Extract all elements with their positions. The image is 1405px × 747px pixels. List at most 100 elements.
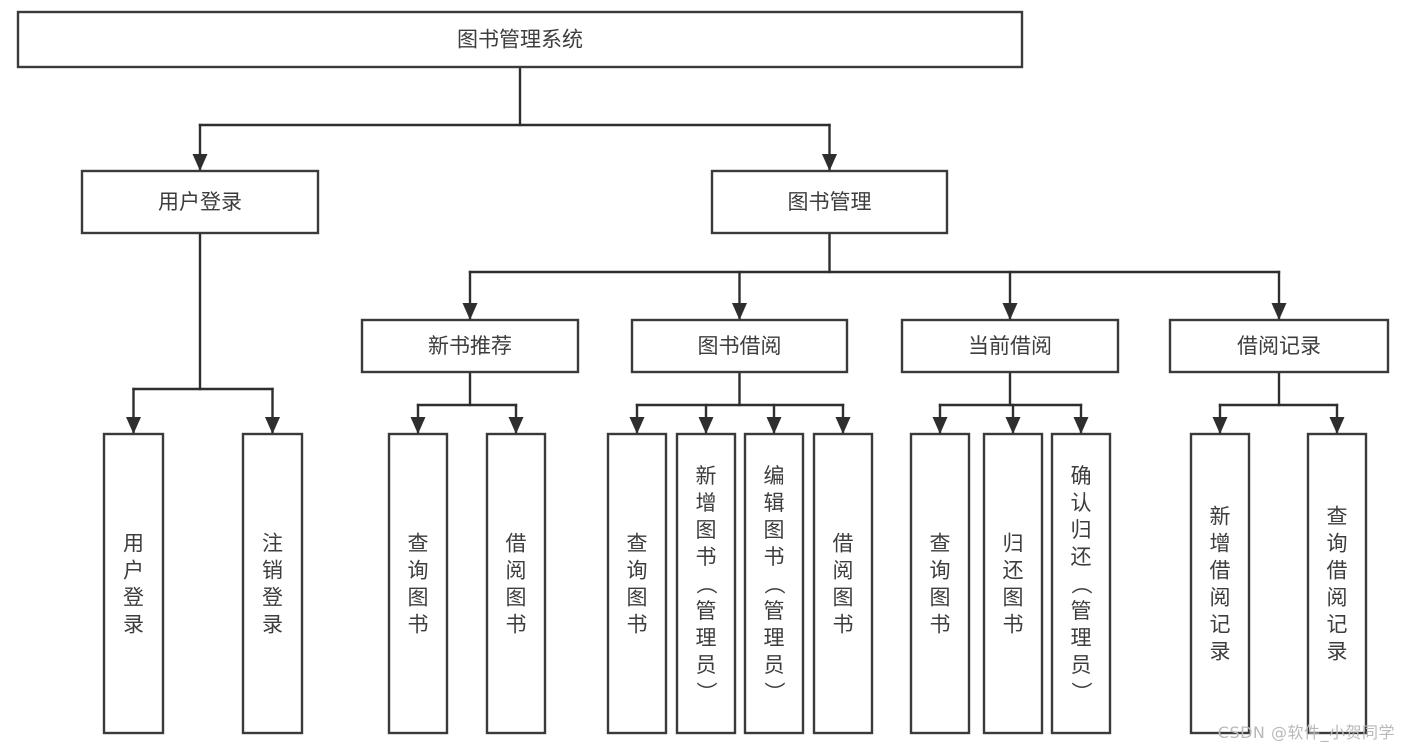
node-label-bb-edit-char-6: 理 <box>764 626 785 650</box>
node-label-bb-borrow-char-2: 图 <box>833 586 854 610</box>
node-label-bb-add-char-8: ） <box>694 682 718 703</box>
node-box-cb-return <box>982 432 1044 735</box>
node-box-user-login-leaf <box>102 432 165 735</box>
node-label-br-add-char-1: 增 <box>1210 532 1231 556</box>
node-label-bb-borrow-char-1: 阅 <box>833 559 854 583</box>
node-label-bb-edit-char-1: 辑 <box>764 491 785 515</box>
node-box-nbr-borrow <box>485 432 547 735</box>
node-label-book-borrow: 图书借阅 <box>698 334 782 358</box>
node-label-bb-add-char-7: 员 <box>696 653 717 677</box>
node-label-cb-confirm-char-4: （ <box>1069 574 1093 595</box>
node-label-bb-query-char-1: 询 <box>627 559 648 583</box>
node-label-user-logout-leaf-char-3: 录 <box>262 613 283 637</box>
node-label-br-query-char-0: 查 <box>1327 505 1348 529</box>
node-label-bb-edit-char-8: ） <box>762 682 786 703</box>
node-box-book-borrow <box>630 318 849 374</box>
arrow-head-new-book-rec-to-nbr-query <box>410 417 426 434</box>
arrow-head-book-borrow-to-bb-query <box>629 417 645 434</box>
node-label-cb-confirm-char-5: 管 <box>1071 599 1092 623</box>
arrow-head-user-login-to-user-login-leaf <box>126 417 141 434</box>
node-box-cb-confirm <box>1050 432 1112 735</box>
node-label-bb-edit-char-0: 编 <box>764 464 785 488</box>
node-label-nbr-borrow-char-0: 借 <box>506 532 527 556</box>
arrow-head-user-login-to-user-logout-leaf <box>265 417 280 434</box>
node-box-current-borrow <box>900 318 1120 374</box>
node-book-manage[interactable]: 图书管理 <box>710 169 949 235</box>
node-label-br-add-char-3: 阅 <box>1210 586 1231 610</box>
node-box-br-query <box>1306 432 1368 735</box>
node-label-cb-query-char-0: 查 <box>930 532 951 556</box>
node-box-root <box>16 10 1024 69</box>
node-user-login-leaf[interactable]: 用户登录 <box>102 432 165 735</box>
node-label-nbr-query-char-2: 图 <box>408 586 429 610</box>
arrow-head-root-to-book-manage <box>822 154 837 171</box>
arrow-head-root-to-user-login <box>192 154 208 171</box>
node-label-nbr-query-char-3: 书 <box>408 613 429 637</box>
node-label-br-add-char-4: 记 <box>1210 613 1231 637</box>
node-label-user-login-leaf-char-1: 户 <box>123 559 144 583</box>
arrow-head-book-manage-to-current-borrow <box>1002 303 1018 320</box>
arrow-head-new-book-rec-to-nbr-borrow <box>508 417 524 434</box>
node-box-bb-borrow <box>812 432 874 735</box>
node-label-bb-edit-char-3: 书 <box>764 545 785 569</box>
node-label-cb-confirm-char-0: 确 <box>1071 464 1092 488</box>
node-box-new-book-rec <box>360 318 580 374</box>
node-label-cb-confirm-char-8: ） <box>1069 682 1093 703</box>
node-label-cb-query-char-3: 书 <box>930 613 951 637</box>
node-new-book-rec[interactable]: 新书推荐 <box>360 318 580 374</box>
node-label-borrow-record: 借阅记录 <box>1237 334 1321 358</box>
node-label-nbr-borrow-char-1: 阅 <box>506 559 527 583</box>
node-current-borrow[interactable]: 当前借阅 <box>900 318 1120 374</box>
node-label-cb-return-char-3: 书 <box>1003 613 1024 637</box>
node-label-br-query-char-4: 记 <box>1327 613 1348 637</box>
node-label-bb-query-char-2: 图 <box>627 586 648 610</box>
node-label-bb-add-char-3: 书 <box>696 545 717 569</box>
node-box-bb-query <box>606 432 668 735</box>
node-label-br-query-char-2: 借 <box>1327 559 1348 583</box>
node-box-bb-add <box>675 432 737 735</box>
node-label-cb-query-char-1: 询 <box>930 559 951 583</box>
node-label-cb-query-char-2: 图 <box>930 586 951 610</box>
node-label-bb-edit-char-7: 员 <box>764 653 785 677</box>
node-borrow-record[interactable]: 借阅记录 <box>1168 318 1390 374</box>
node-label-root: 图书管理系统 <box>457 28 583 52</box>
arrow-head-book-borrow-to-bb-add <box>698 417 714 434</box>
node-label-current-borrow: 当前借阅 <box>968 334 1052 358</box>
node-box-user-login <box>80 169 320 235</box>
node-root[interactable]: 图书管理系统 <box>16 10 1024 69</box>
node-label-br-query-char-1: 询 <box>1327 532 1348 556</box>
node-box-book-manage <box>710 169 949 235</box>
node-label-bb-add-char-0: 新 <box>696 464 717 488</box>
node-label-cb-confirm-char-7: 员 <box>1071 653 1092 677</box>
node-label-bb-borrow-char-0: 借 <box>833 532 854 556</box>
arrow-head-book-borrow-to-bb-borrow <box>835 417 851 434</box>
node-user-login[interactable]: 用户登录 <box>80 169 320 235</box>
node-label-bb-add-char-1: 增 <box>696 491 717 515</box>
node-label-bb-add-char-6: 理 <box>696 626 717 650</box>
node-box-user-logout-leaf <box>241 432 304 735</box>
node-book-borrow[interactable]: 图书借阅 <box>630 318 849 374</box>
node-label-bb-edit-char-5: 管 <box>764 599 785 623</box>
node-label-bb-query-char-3: 书 <box>627 613 648 637</box>
node-label-cb-return-char-2: 图 <box>1003 586 1024 610</box>
arrow-head-book-manage-to-new-book-rec <box>462 303 478 320</box>
node-label-bb-query-char-0: 查 <box>627 532 648 556</box>
node-box-nbr-query <box>387 432 449 735</box>
node-label-user-logout-leaf-char-2: 登 <box>262 586 283 610</box>
node-label-cb-return-char-0: 归 <box>1003 532 1024 556</box>
node-label-bb-edit-char-4: （ <box>762 574 786 595</box>
